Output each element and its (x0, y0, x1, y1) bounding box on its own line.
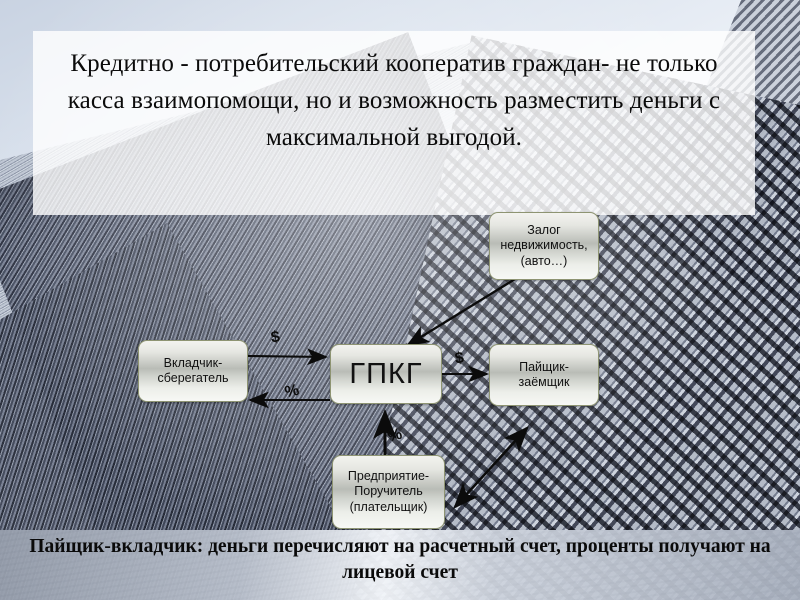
node-collateral[interactable]: Залог недвижимость, (авто…) (489, 212, 599, 280)
caption-band: Пайщик-вкладчик: деньги перечисляют на р… (0, 530, 800, 600)
node-label: Пайщик- заёмщик (518, 359, 570, 389)
node-label: Залог недвижимость, (авто…) (500, 223, 588, 268)
node-gpkg[interactable]: ГПКГ (330, 344, 442, 404)
node-label: Предприятие- Поручитель (плательщик) (347, 469, 430, 514)
title-panel: Кредитно - потребительский кооператив гр… (33, 31, 755, 215)
node-label: ГПКГ (349, 357, 423, 390)
node-employer-guarantor[interactable]: Предприятие- Поручитель (плательщик) (332, 455, 445, 529)
node-borrower-shareholder[interactable]: Пайщик- заёмщик (489, 344, 599, 406)
node-label: Вкладчик- сберегатель (157, 355, 229, 385)
arrow-employer-borrower (453, 426, 529, 509)
caption-text: Пайщик-вкладчик: деньги перечисляют на р… (29, 536, 771, 584)
node-depositor-saver[interactable]: Вкладчик- сберегатель (138, 340, 248, 402)
arrow-collateral-to-gpkg (406, 275, 521, 347)
page-title: Кредитно - потребительский кооператив гр… (67, 50, 721, 151)
arrow-depositor-to-gpkg (247, 348, 329, 366)
